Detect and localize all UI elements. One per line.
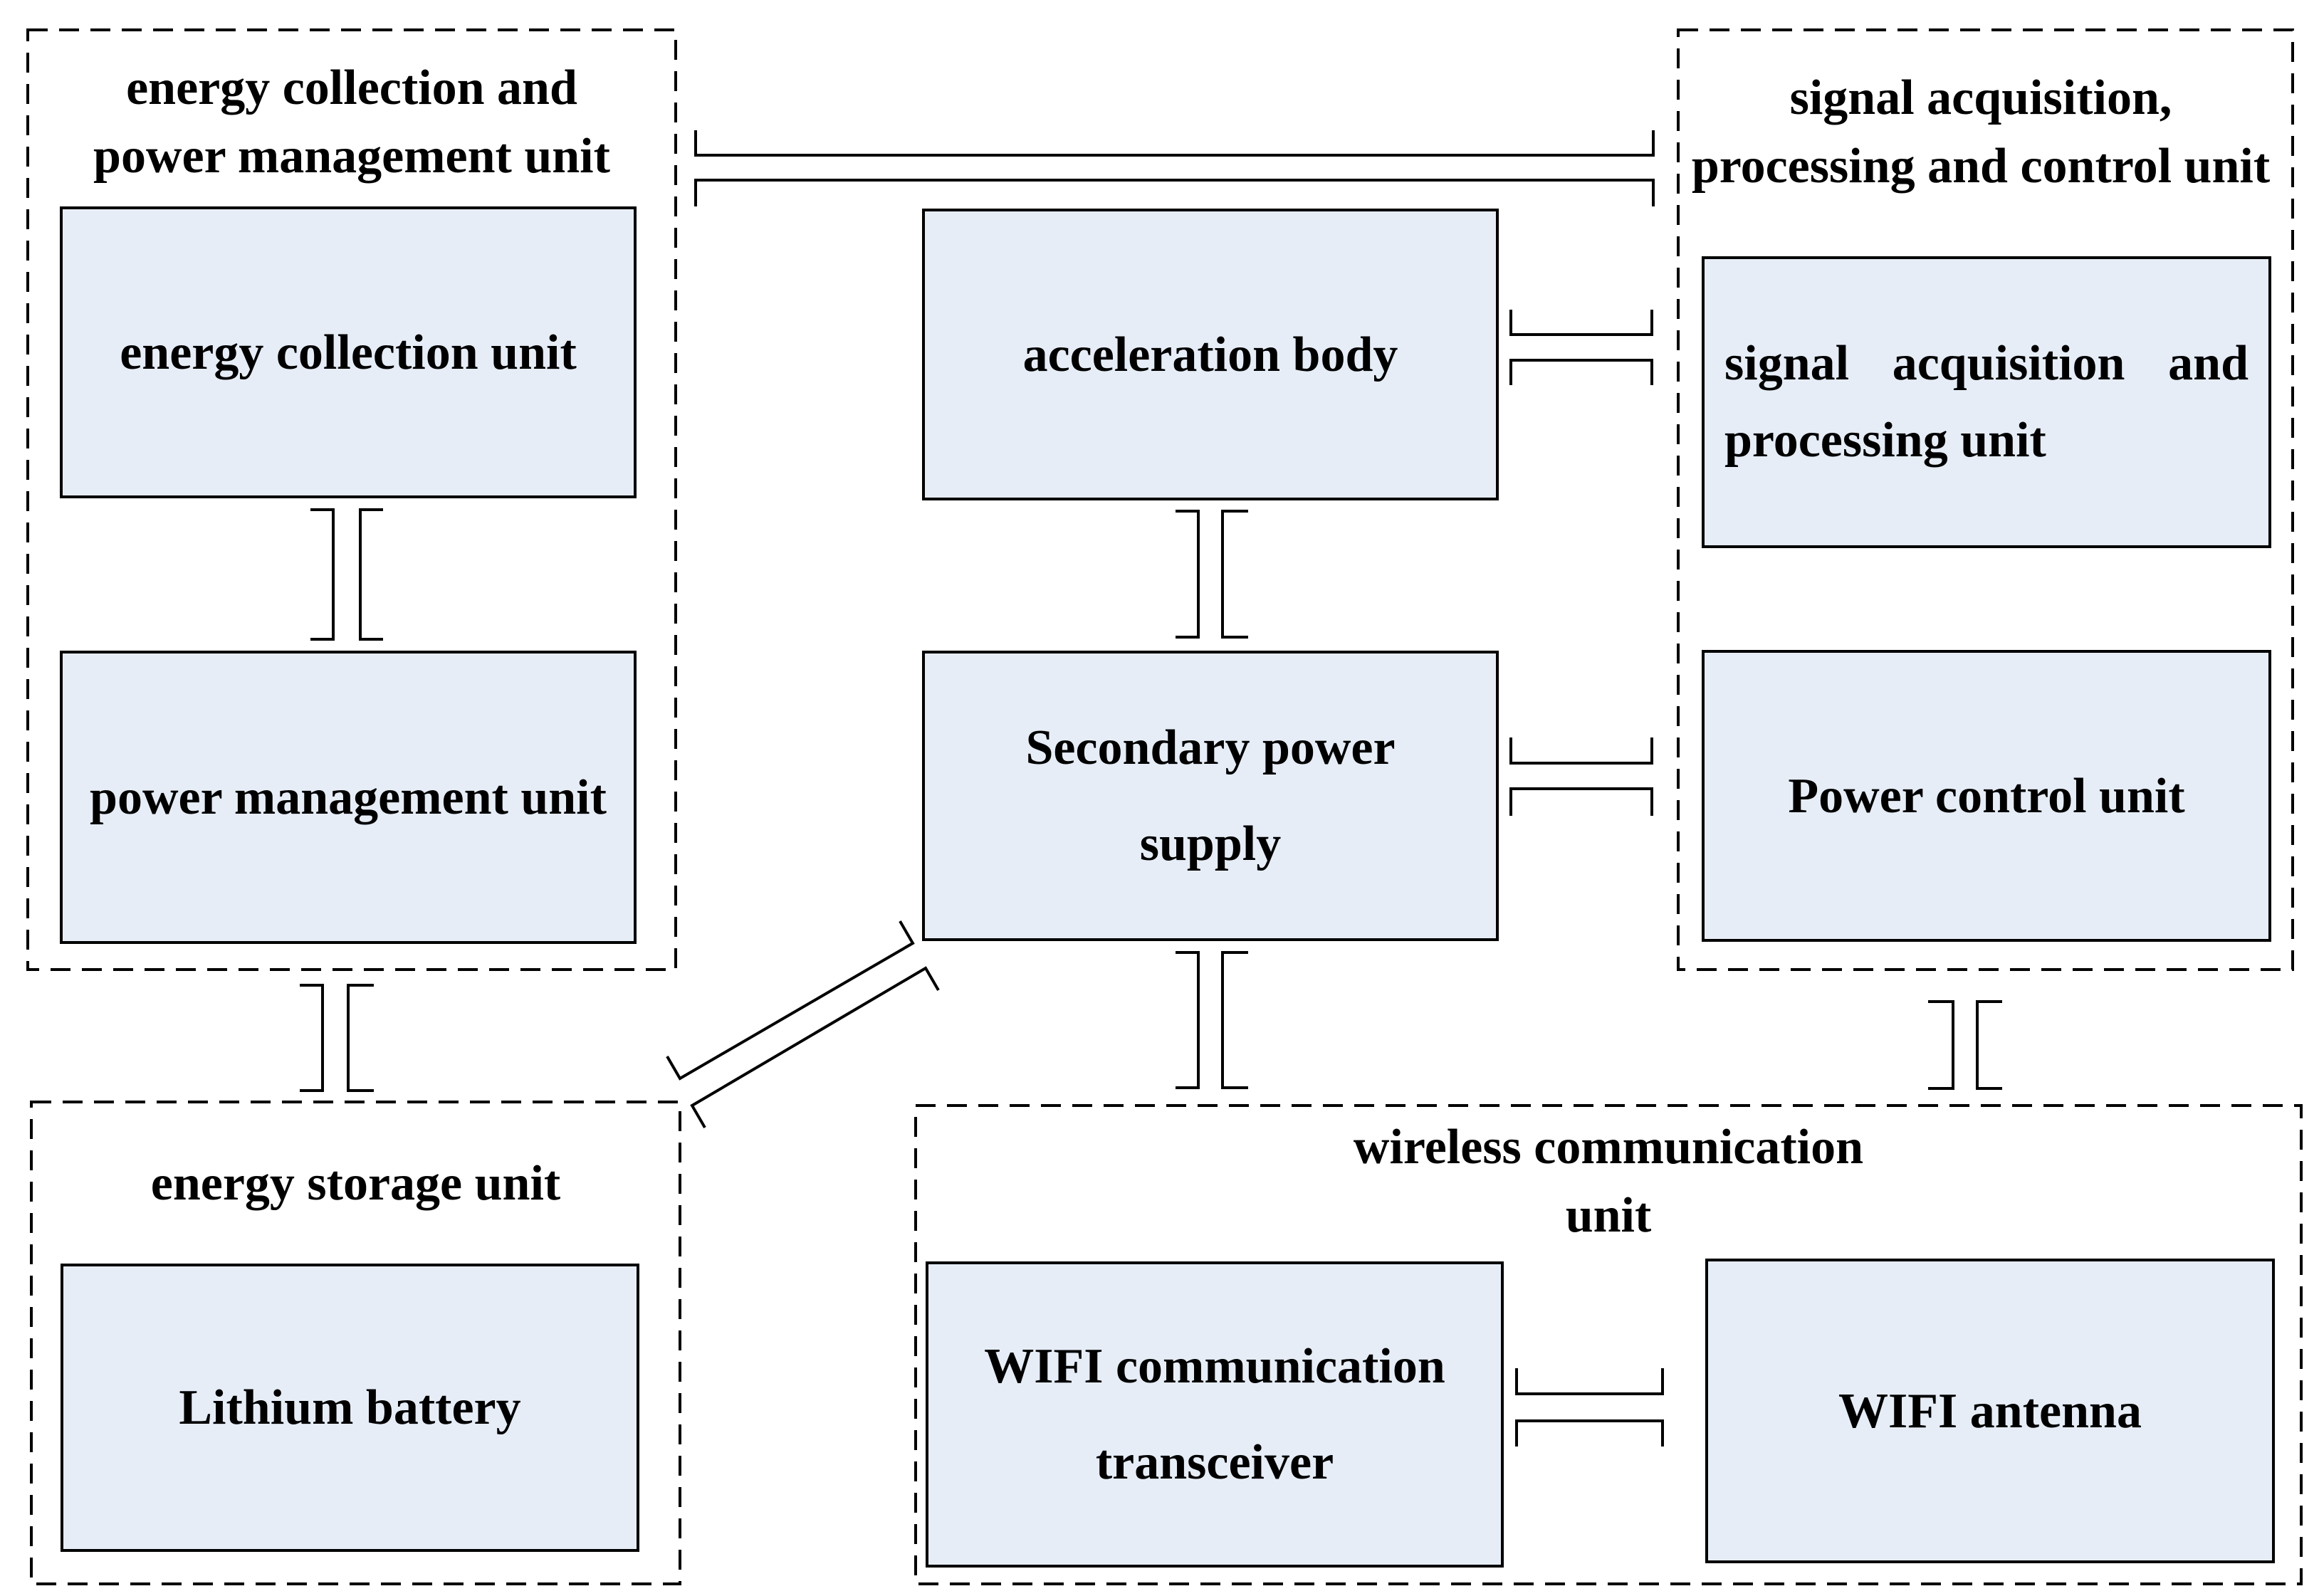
box-label: signal acquisition and processing unit	[1724, 336, 2249, 468]
connector-secondary-powercontrol	[1509, 737, 1653, 816]
connector-units-top	[694, 130, 1655, 206]
container-wireless-border	[914, 1104, 2303, 1585]
connector-acceleration-signal	[1509, 310, 1653, 385]
container-title-line: power management unit	[93, 129, 610, 184]
box-label: power management unit	[90, 770, 607, 825]
box-lithium-battery: Lithium battery	[61, 1264, 639, 1552]
box-signal-acquisition-processing: signal acquisition and processing unit	[1702, 256, 2271, 548]
connector-collection-management	[310, 508, 383, 641]
box-label: energy collection unit	[120, 325, 577, 380]
box-label-line: supply	[1139, 817, 1282, 871]
box-label-line: transceiver	[1095, 1435, 1334, 1490]
container-energy-management-border	[26, 28, 677, 971]
box-power-control-unit: Power control unit	[1702, 650, 2271, 942]
container-energy-storage-border	[30, 1101, 681, 1585]
box-label: Power control unit	[1788, 768, 2185, 824]
connector-acceleration-secondary	[1176, 510, 1248, 639]
title-wireless-unit: wireless communication unit	[916, 1113, 2301, 1250]
connector-control-wireless	[1928, 1000, 2002, 1090]
title-energy-storage-unit: energy storage unit	[31, 1150, 680, 1218]
box-label: Lithium battery	[179, 1380, 521, 1435]
connector-transceiver-antenna	[1515, 1368, 1664, 1447]
container-title-line: energy storage unit	[150, 1156, 561, 1211]
connector-secondary-wireless	[1176, 951, 1248, 1089]
connector-management-storage	[300, 984, 374, 1092]
connector-secondary-storage-diagonal	[666, 920, 940, 1129]
container-signal-control-border	[1677, 28, 2294, 971]
box-wifi-antenna: WIFI antenna	[1705, 1259, 2275, 1563]
box-power-management-unit: power management unit	[60, 651, 637, 944]
box-wifi-transceiver: WIFI communication transceiver	[926, 1261, 1504, 1568]
box-acceleration-body: acceleration body	[922, 209, 1499, 500]
box-label: acceleration body	[1022, 327, 1398, 382]
container-title-line: wireless communication	[1353, 1120, 1864, 1175]
container-title-line: signal acquisition,	[1789, 70, 2172, 125]
title-signal-control-unit: signal acquisition, processing and contr…	[1643, 64, 2319, 201]
container-title-line: unit	[1565, 1188, 1652, 1243]
box-label-line: WIFI communication	[984, 1339, 1445, 1394]
box-label: WIFI antenna	[1838, 1383, 2142, 1439]
title-energy-management-unit: energy collection and power management u…	[28, 54, 676, 191]
box-energy-collection-unit: energy collection unit	[60, 206, 637, 498]
box-label-line: Secondary power	[1025, 720, 1396, 775]
box-secondary-power-supply: Secondary power supply	[922, 651, 1499, 941]
container-title-line: energy collection and	[126, 61, 577, 115]
container-title-line: processing and control unit	[1691, 139, 2271, 194]
